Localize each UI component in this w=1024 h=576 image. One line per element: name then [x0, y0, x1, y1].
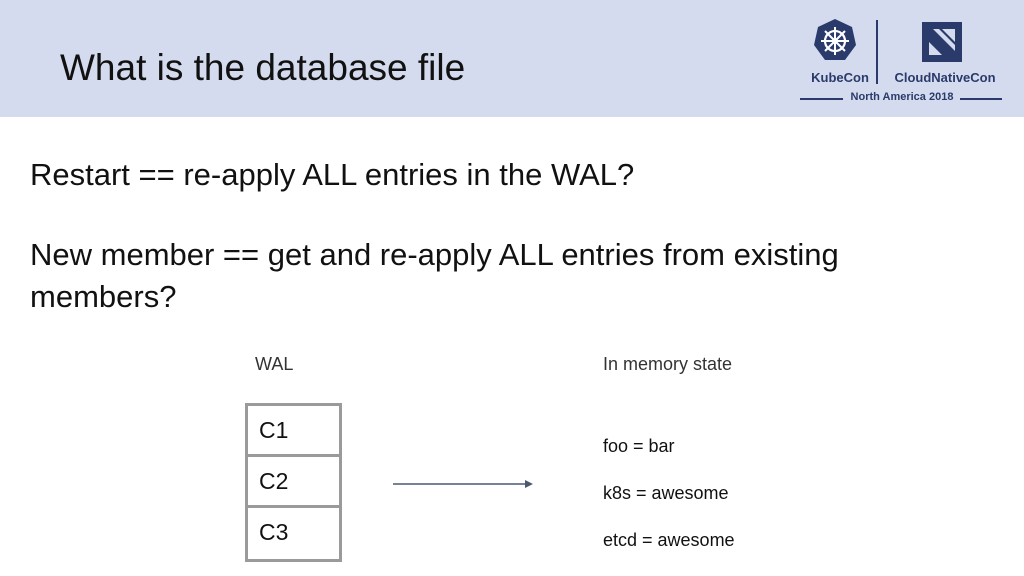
wal-entry: C3 — [259, 519, 289, 545]
cloudnativecon-label: CloudNativeCon — [894, 70, 996, 85]
memory-state-entry: etcd = awesome — [603, 530, 735, 550]
divider-line — [800, 98, 843, 100]
wal-table: C1 C2 C3 — [245, 403, 342, 562]
wal-entry: C2 — [248, 457, 339, 508]
slide-header: What is the database file KubeCon CloudN… — [0, 0, 1024, 117]
wal-caption: WAL — [255, 354, 294, 374]
memory-state-entry: k8s = awesome — [603, 483, 729, 503]
kubecon-label: KubeCon — [811, 70, 869, 85]
divider-line — [960, 98, 1002, 100]
new-member-question: New member == get and re-apply ALL entri… — [30, 237, 839, 272]
memory-state-caption: In memory state — [603, 354, 733, 374]
kubecon-logo: KubeCon CloudNativeCon North America 201… — [800, 16, 1006, 108]
event-label: North America 2018 — [850, 91, 954, 103]
helm-wheel-icon — [814, 19, 856, 60]
new-member-question-continued: members? — [30, 279, 177, 314]
arrow-right-icon — [393, 480, 533, 488]
logo-divider — [876, 20, 878, 84]
cncf-icon — [922, 22, 962, 62]
wal-entry: C1 — [248, 406, 339, 457]
slide-title: What is the database file — [60, 47, 466, 88]
memory-state-entry: foo = bar — [603, 436, 675, 456]
restart-question: Restart == re-apply ALL entries in the W… — [30, 157, 635, 192]
